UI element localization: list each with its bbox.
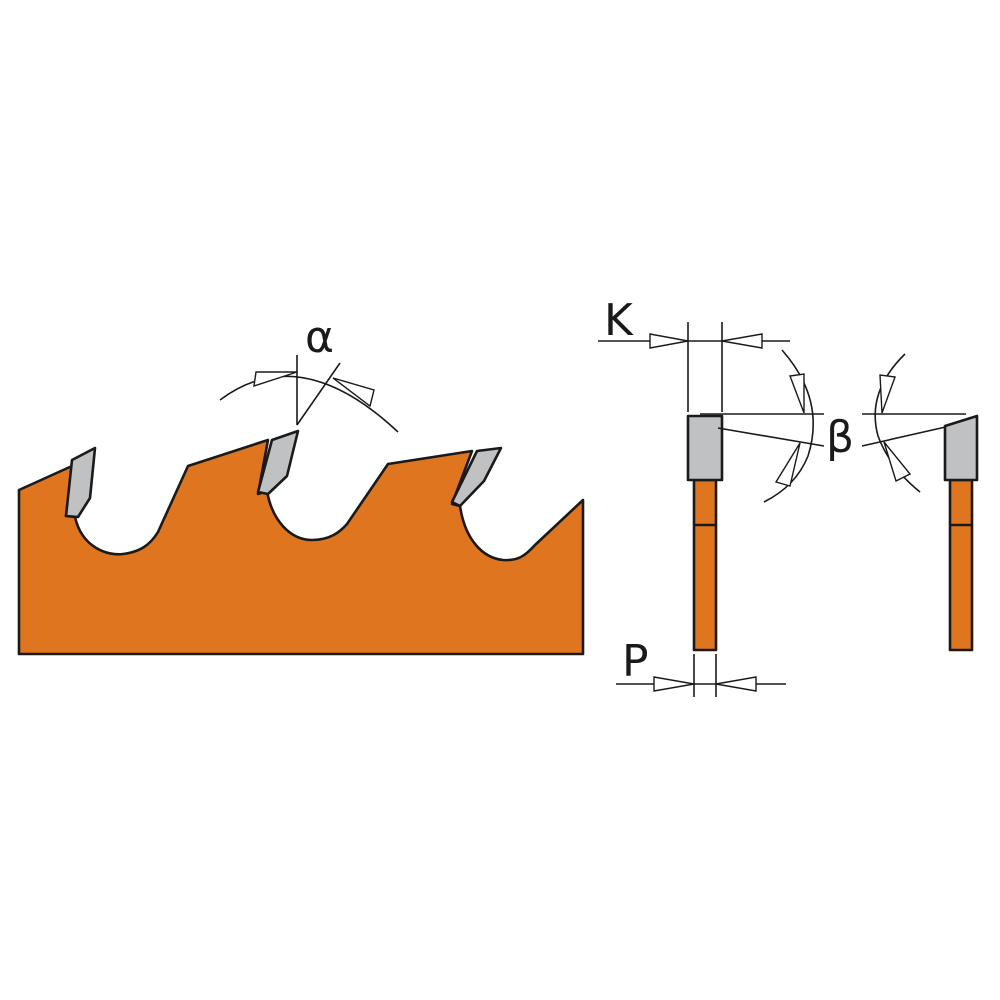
cross-section-right bbox=[943, 414, 979, 652]
beta-bevel-line-right bbox=[861, 425, 951, 447]
hook-angle-annotation: α bbox=[219, 312, 399, 433]
alpha-arrow-right bbox=[332, 377, 375, 408]
plate-section-right bbox=[948, 478, 974, 652]
bevel-angle-annotation: β bbox=[700, 349, 966, 503]
beta-arrow-left-bottom bbox=[774, 442, 801, 487]
beta-arrow-right-top bbox=[879, 374, 896, 414]
alpha-label: α bbox=[305, 312, 334, 363]
blade-profile bbox=[17, 429, 585, 656]
p-arrow-right bbox=[715, 676, 757, 692]
k-arrow-left bbox=[649, 333, 689, 349]
p-label: P bbox=[622, 636, 649, 687]
alpha-arc bbox=[219, 375, 399, 433]
carbide-tooth-2 bbox=[256, 429, 300, 496]
p-arrow-left bbox=[653, 676, 695, 692]
tooth-section-right bbox=[943, 414, 979, 482]
alpha-arrow-left bbox=[253, 371, 298, 388]
blade-body bbox=[17, 438, 585, 656]
plate-thickness-p-annotation: P bbox=[616, 636, 786, 697]
beta-label: β bbox=[826, 412, 854, 463]
cross-section-left bbox=[686, 414, 724, 652]
plate-section bbox=[692, 478, 718, 652]
tooth-section bbox=[686, 414, 724, 482]
k-label: K bbox=[604, 295, 634, 346]
carbide-tooth-3 bbox=[450, 446, 503, 508]
beta-bevel-line-left bbox=[717, 427, 825, 447]
k-arrow-right bbox=[721, 333, 763, 349]
beta-arrow-left-top bbox=[789, 373, 805, 414]
alpha-rake-line bbox=[296, 362, 341, 426]
carbide-tooth-1 bbox=[64, 446, 97, 519]
beta-arrow-right-bottom bbox=[883, 441, 912, 482]
kerf-k-annotation: K bbox=[598, 295, 790, 412]
